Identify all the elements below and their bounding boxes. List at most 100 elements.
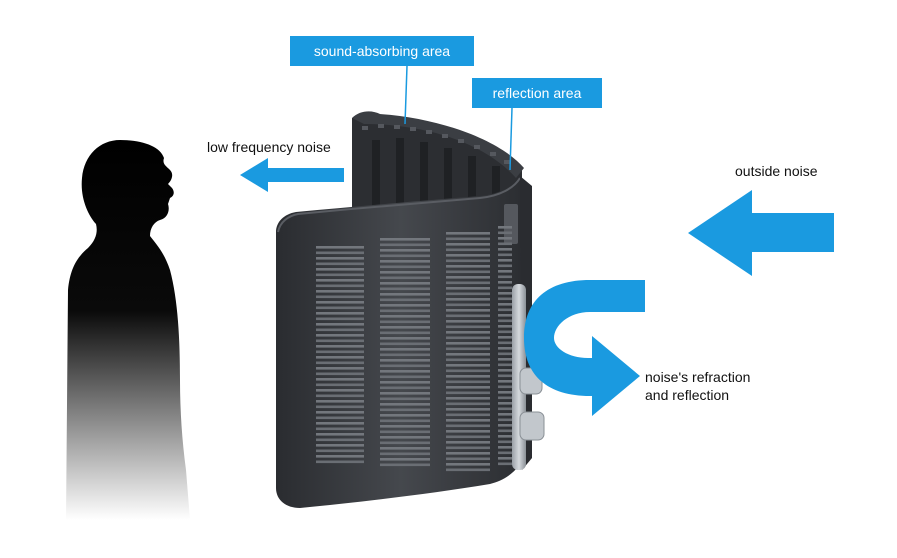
grille-slat — [380, 414, 430, 417]
grille-slat — [446, 402, 490, 406]
grille-slat — [498, 275, 512, 279]
grille-slat — [380, 282, 430, 285]
grille-slat — [498, 352, 512, 356]
grille-slat — [316, 405, 364, 409]
grille-slat — [380, 293, 430, 296]
grille-slat — [498, 429, 512, 433]
grille-slat — [316, 455, 364, 458]
grille-slat — [498, 237, 512, 240]
grille-slat — [380, 260, 430, 263]
grille-slat — [380, 298, 430, 302]
grille-slat — [380, 238, 430, 241]
grille-slat — [316, 268, 364, 271]
grille-slat — [316, 350, 364, 354]
grille-slat — [380, 331, 430, 335]
grille-slat — [498, 303, 512, 306]
label-refraction-line1: noise's refraction — [645, 369, 751, 385]
grille-slat — [498, 369, 512, 372]
grille-slat — [316, 339, 364, 343]
grille-slat — [498, 330, 512, 334]
grille-slat — [316, 460, 364, 464]
grille-slat — [498, 259, 512, 262]
grille-slat — [446, 419, 490, 422]
grille-slat — [498, 440, 512, 444]
label-refraction-line2: and reflection — [645, 387, 730, 403]
grille-slat — [446, 358, 490, 362]
grille-slat — [380, 386, 430, 390]
grille-slat — [446, 347, 490, 351]
grille-slat — [380, 271, 430, 274]
grille-slat — [498, 336, 512, 339]
grille-slat — [380, 403, 430, 406]
grille-slat — [498, 242, 512, 246]
grille-slat — [446, 292, 490, 296]
person-silhouette-icon — [66, 140, 190, 520]
grille-slat — [316, 334, 364, 337]
grille-slat — [498, 435, 512, 438]
grille-slat — [446, 309, 490, 312]
grille-slat — [380, 304, 430, 307]
grille-slat — [380, 320, 430, 324]
grille-slat — [380, 392, 430, 395]
callout-reflection: reflection area — [472, 78, 602, 108]
grille-slat — [446, 468, 490, 472]
grille-slat — [446, 320, 490, 323]
grille-slat — [498, 462, 512, 466]
grille-slat — [446, 303, 490, 307]
grille-slat — [446, 452, 490, 455]
low-frequency-arrow — [240, 158, 344, 192]
grille-slat — [380, 254, 430, 258]
grille-slat — [316, 246, 364, 249]
grille-slat — [380, 441, 430, 445]
grille-slat — [316, 279, 364, 282]
grille-slat — [446, 243, 490, 246]
grille-slat — [380, 359, 430, 362]
grille-slat — [498, 270, 512, 273]
grille-slat — [316, 378, 364, 381]
grille-slat — [446, 386, 490, 389]
grille-slat — [380, 337, 430, 340]
grille-slat — [316, 394, 364, 398]
grille-slat — [316, 444, 364, 447]
grille-slat — [498, 358, 512, 361]
grille-slat — [316, 257, 364, 260]
grille-slat — [446, 430, 490, 433]
grille-slat — [380, 452, 430, 456]
grille-slat — [316, 422, 364, 425]
grille-slat — [380, 397, 430, 401]
grille-slat — [446, 353, 490, 356]
grille-slat — [446, 265, 490, 268]
grille-slat — [446, 254, 490, 257]
grille-slat — [498, 418, 512, 422]
grille-slat — [380, 342, 430, 346]
leader-line-reflection — [509, 107, 513, 171]
grille-slat — [380, 265, 430, 269]
grille-slat — [316, 306, 364, 310]
grille-slat — [316, 389, 364, 392]
label-outside-noise: outside noise — [735, 163, 818, 179]
outside-noise-arrow — [688, 190, 834, 276]
grille-slat — [498, 385, 512, 389]
grille-slat — [316, 356, 364, 359]
grille-slat — [316, 295, 364, 299]
grille-slat — [316, 284, 364, 288]
refraction-arrow — [524, 280, 645, 416]
grille-slat — [498, 308, 512, 312]
grille-slat — [380, 364, 430, 368]
grille-slat — [498, 347, 512, 350]
grille-slat — [380, 430, 430, 434]
grille-slat — [498, 380, 512, 383]
grille-slat — [446, 232, 490, 235]
grille-slat — [446, 375, 490, 378]
grille-slat — [380, 370, 430, 373]
grille-slat — [316, 361, 364, 365]
grille-slat — [316, 449, 364, 453]
grille-slat — [380, 463, 430, 467]
grille-slat — [380, 436, 430, 439]
grille-slat — [380, 447, 430, 450]
grille-slat — [316, 290, 364, 293]
grille-slat — [446, 380, 490, 384]
grille-slat — [498, 231, 512, 235]
grille-slat — [498, 297, 512, 301]
